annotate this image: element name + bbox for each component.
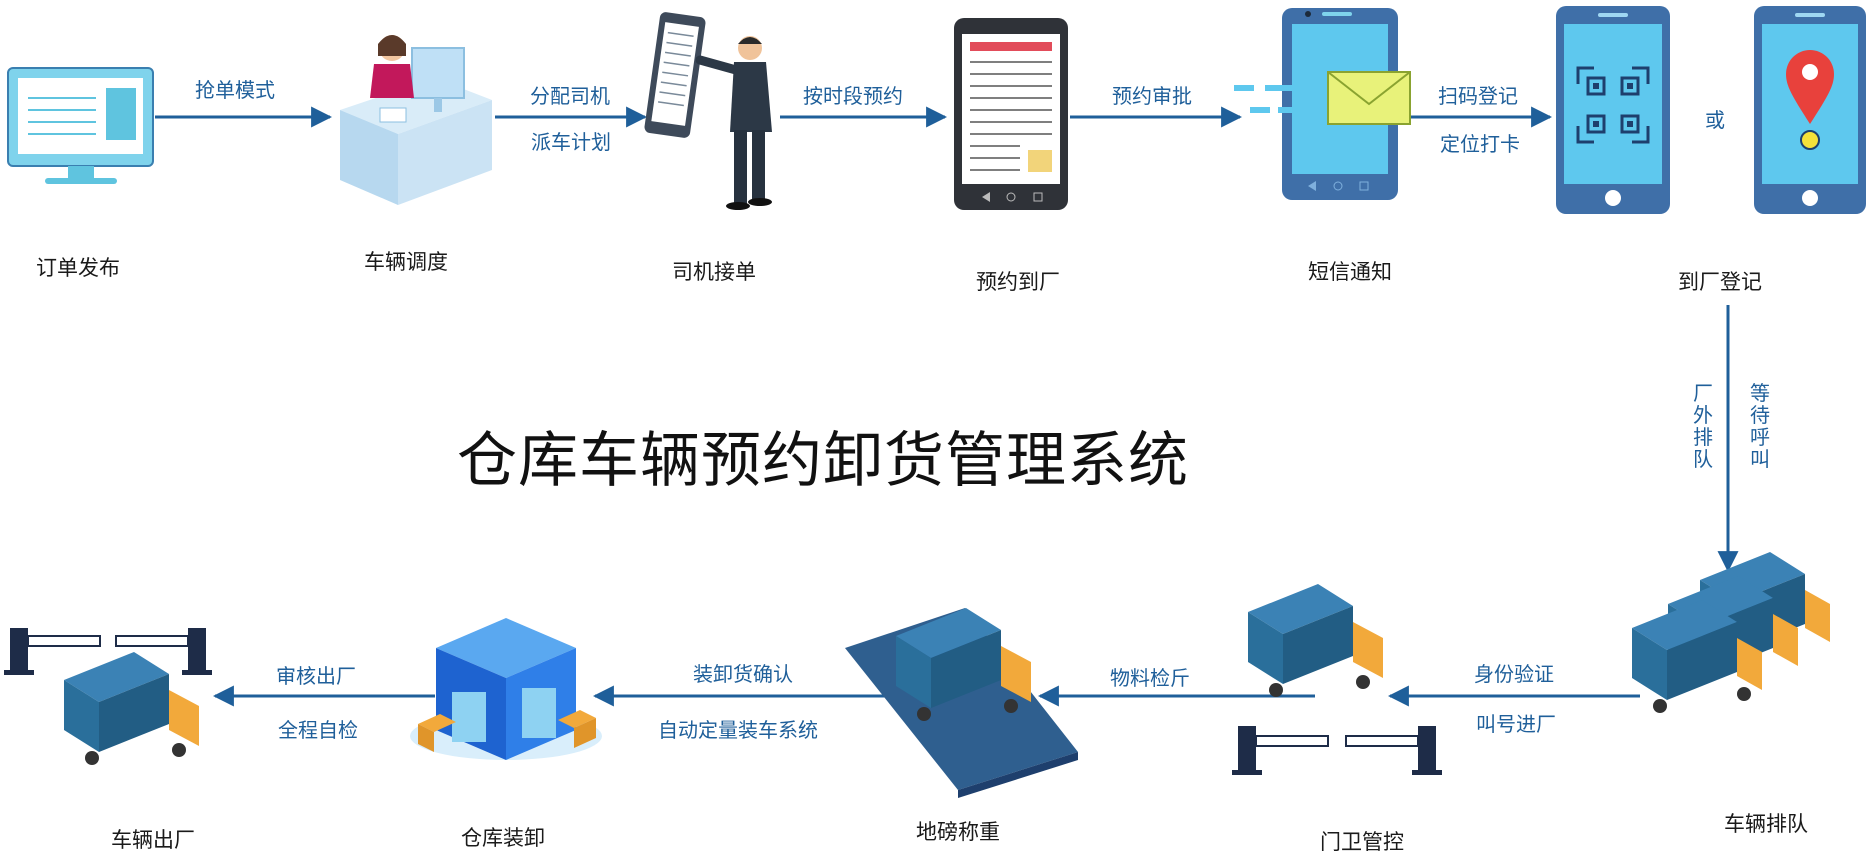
driver-with-tablet-icon — [644, 12, 772, 210]
gate-barrier-icon — [1232, 726, 1442, 775]
stage-reserve-arrive: 预约到厂 — [976, 270, 1060, 294]
edge-time-slot: 按时段预约 — [803, 84, 903, 108]
edge-id-verify: 身份验证 — [1474, 662, 1554, 686]
stage-vehicle-queue: 车辆排队 — [1724, 812, 1808, 836]
edge-outside-queue: 厂外排队 — [1693, 381, 1713, 471]
location-phone-icon — [1754, 6, 1866, 214]
edge-self-check: 全程自检 — [278, 718, 358, 742]
edge-wait-call: 等待呼叫 — [1750, 381, 1770, 471]
stage-warehouse-load: 仓库装卸 — [461, 826, 545, 850]
edge-review-exit: 审核出厂 — [276, 664, 356, 688]
edge-grab-mode: 抢单模式 — [195, 78, 275, 102]
edge-auto-loading: 自动定量装车系统 — [658, 718, 818, 742]
exit-truck-icon — [64, 652, 199, 765]
gate-truck-icon — [1248, 584, 1383, 697]
stage-gate-control: 门卫管控 — [1320, 830, 1404, 854]
exit-barrier-icon — [4, 628, 212, 675]
stage-sms-notice: 短信通知 — [1308, 260, 1392, 284]
edge-or: 或 — [1705, 108, 1725, 132]
qr-scan-phone-icon — [1556, 6, 1670, 214]
edge-dispatch-plan: 派车计划 — [531, 130, 611, 154]
page-title: 仓库车辆预约卸货管理系统 — [457, 426, 1189, 496]
edge-scan-register: 扫码登记 — [1438, 84, 1518, 108]
stage-vehicle-exit: 车辆出厂 — [111, 828, 195, 852]
edge-call-enter: 叫号进厂 — [1476, 712, 1556, 736]
stage-arrive-register: 到厂登记 — [1678, 270, 1762, 294]
stage-order-publish: 订单发布 — [36, 256, 120, 280]
stage-driver-accept: 司机接单 — [672, 260, 756, 284]
edge-assign-driver: 分配司机 — [530, 84, 610, 108]
truck-queue-icon — [1632, 552, 1830, 713]
dispatcher-desk-icon — [340, 35, 492, 205]
stage-vehicle-dispatch: 车辆调度 — [364, 250, 448, 274]
warehouse-icon — [410, 618, 602, 760]
weighbridge-truck-icon — [845, 608, 1078, 798]
edge-material-check: 物料检斤 — [1110, 666, 1190, 690]
sms-phone-icon — [1234, 8, 1411, 200]
monitor-icon — [7, 67, 154, 184]
stage-weighbridge: 地磅称重 — [916, 820, 1000, 844]
edge-reserve-approve: 预约审批 — [1112, 84, 1192, 108]
edge-confirm-loading: 装卸货确认 — [693, 662, 793, 686]
edge-locate-checkin: 定位打卡 — [1440, 132, 1520, 156]
booking-phone-icon — [954, 18, 1068, 210]
